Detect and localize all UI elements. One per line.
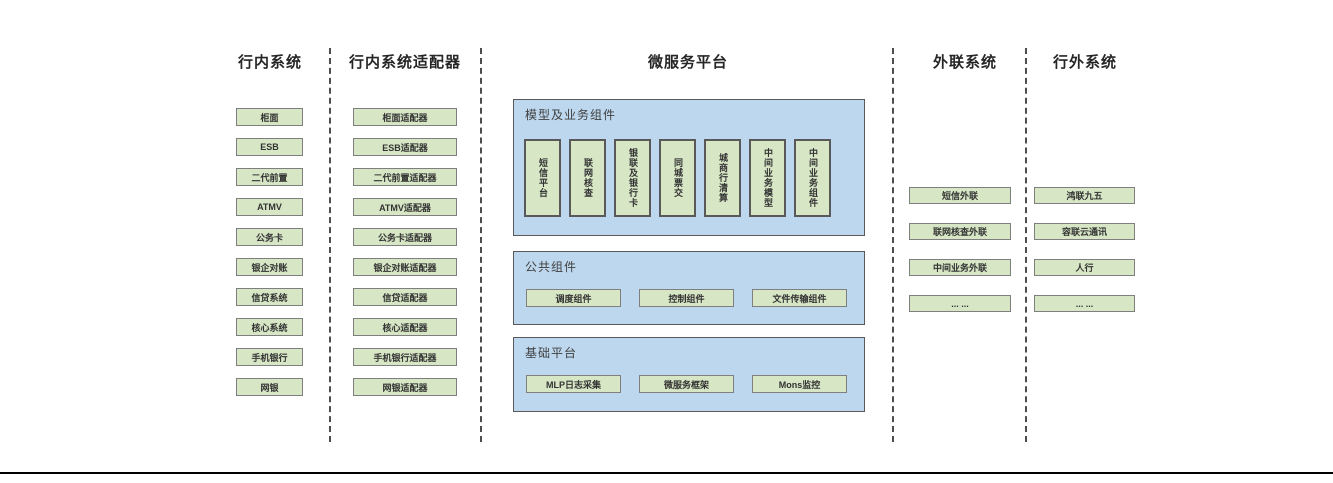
common-component-box: 调度组件 bbox=[526, 289, 621, 307]
group-label: 公共组件 bbox=[525, 260, 578, 274]
column-divider bbox=[892, 48, 894, 442]
common-component-box: 控制组件 bbox=[639, 289, 734, 307]
adapter-box: 柜面适配器 bbox=[353, 108, 457, 126]
base-platform-box: MLP日志采集 bbox=[526, 375, 621, 393]
internal-system-box: 网银 bbox=[236, 378, 303, 396]
model-components-row: 短信平台联网核查银联及银行卡同城票交城商行清算中间业务模型中间业务组件 bbox=[524, 139, 831, 217]
internal-systems-list: 柜面 ESB 二代前置 ATMV 公务卡银企对账信贷系统核心系统手机银行网银 bbox=[236, 108, 303, 408]
internal-system-box: 核心系统 bbox=[236, 318, 303, 336]
internal-system-box: ESB bbox=[236, 138, 303, 156]
base-platform-row: MLP日志采集微服务框架 Mons监控 bbox=[526, 375, 847, 393]
external-link-box: ... ... bbox=[909, 295, 1011, 312]
outside-system-box: 容联云通讯 bbox=[1034, 223, 1135, 240]
common-component-box: 文件传输组件 bbox=[752, 289, 847, 307]
header-external-link-systems: 外联系统 bbox=[932, 54, 997, 71]
model-component-box: 短信平台 bbox=[524, 139, 561, 217]
model-component-box: 中间业务组件 bbox=[794, 139, 831, 217]
internal-system-box: 手机银行 bbox=[236, 348, 303, 366]
adapter-box: 网银适配器 bbox=[353, 378, 457, 396]
adapter-box: 二代前置适配器 bbox=[353, 168, 457, 186]
outside-system-box: ... ... bbox=[1034, 295, 1135, 312]
header-internal-systems: 行内系统 bbox=[237, 54, 302, 71]
header-internal-adapters: 行内系统适配器 bbox=[348, 54, 461, 71]
adapter-box: 银企对账适配器 bbox=[353, 258, 457, 276]
external-link-list: 短信外联联网核查外联中间业务外联 ... ... bbox=[909, 187, 1011, 331]
model-component-box: 同城票交 bbox=[659, 139, 696, 217]
adapter-box: 手机银行适配器 bbox=[353, 348, 457, 366]
adapter-box: ESB适配器 bbox=[353, 138, 457, 156]
group-model-business-components: 模型及业务组件 短信平台联网核查银联及银行卡同城票交城商行清算中间业务模型中间业… bbox=[513, 99, 865, 236]
group-label: 基础平台 bbox=[525, 346, 578, 360]
model-component-box: 联网核查 bbox=[569, 139, 606, 217]
external-link-box: 短信外联 bbox=[909, 187, 1011, 204]
external-link-box: 联网核查外联 bbox=[909, 223, 1011, 240]
internal-system-box: 柜面 bbox=[236, 108, 303, 126]
header-outside-systems: 行外系统 bbox=[1052, 54, 1117, 71]
column-divider bbox=[480, 48, 482, 442]
common-components-row: 调度组件控制组件文件传输组件 bbox=[526, 289, 847, 307]
group-common-components: 公共组件 调度组件控制组件文件传输组件 bbox=[513, 251, 865, 325]
outside-systems-list: 鸿联九五容联云通讯人行 ... ... bbox=[1034, 187, 1135, 331]
adapter-box: ATMV适配器 bbox=[353, 198, 457, 216]
header-microservice-platform: 微服务平台 bbox=[647, 54, 728, 71]
outside-system-box: 人行 bbox=[1034, 259, 1135, 276]
internal-system-box: 二代前置 bbox=[236, 168, 303, 186]
internal-system-box: 信贷系统 bbox=[236, 288, 303, 306]
base-platform-box: 微服务框架 bbox=[639, 375, 734, 393]
model-component-box: 银联及银行卡 bbox=[614, 139, 651, 217]
external-link-box: 中间业务外联 bbox=[909, 259, 1011, 276]
group-label: 模型及业务组件 bbox=[525, 108, 617, 122]
model-component-box: 城商行清算 bbox=[704, 139, 741, 217]
model-component-box: 中间业务模型 bbox=[749, 139, 786, 217]
adapter-box: 信贷适配器 bbox=[353, 288, 457, 306]
column-divider bbox=[329, 48, 331, 442]
internal-system-box: 银企对账 bbox=[236, 258, 303, 276]
bottom-rule bbox=[0, 472, 1333, 474]
internal-system-box: ATMV bbox=[236, 198, 303, 216]
group-base-platform: 基础平台 MLP日志采集微服务框架 Mons监控 bbox=[513, 337, 865, 412]
internal-adapters-list: 柜面适配器 ESB适配器二代前置适配器 ATMV适配器公务卡适配器银企对账适配器信贷… bbox=[353, 108, 457, 408]
column-divider bbox=[1025, 48, 1027, 442]
internal-system-box: 公务卡 bbox=[236, 228, 303, 246]
base-platform-box: Mons监控 bbox=[752, 375, 847, 393]
adapter-box: 核心适配器 bbox=[353, 318, 457, 336]
adapter-box: 公务卡适配器 bbox=[353, 228, 457, 246]
outside-system-box: 鸿联九五 bbox=[1034, 187, 1135, 204]
